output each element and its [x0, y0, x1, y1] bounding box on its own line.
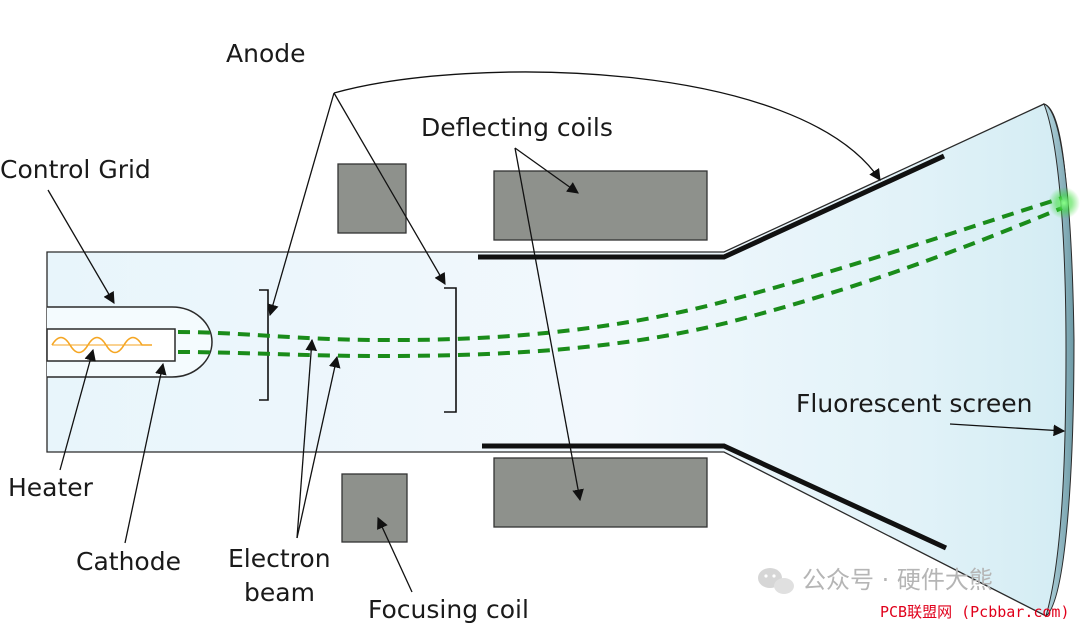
label-deflecting-coils: Deflecting coils — [421, 113, 613, 142]
fluorescent-screen — [1043, 103, 1075, 618]
screen-leader — [949, 423, 1066, 437]
label-cathode: Cathode — [76, 547, 181, 576]
control-grid-leader — [47, 189, 115, 305]
heater-filament — [51, 336, 152, 354]
electron-beam-lower — [177, 206, 1063, 359]
anode-bracket-2 — [444, 287, 457, 413]
wechat-icon — [758, 568, 794, 594]
deflecting-coil-bottom — [493, 457, 708, 528]
deflecting-leader-2 — [514, 147, 584, 502]
focusing-coil-bottom — [341, 473, 408, 543]
label-electron-beam-1: Electron — [228, 544, 331, 573]
beam-leader-2 — [296, 355, 341, 539]
deflecting-leader-1 — [514, 147, 579, 194]
anode-coating-bottom — [482, 443, 948, 551]
watermark-wechat: 公众号 · 硬件大熊 — [802, 566, 993, 594]
cathode-leader — [124, 362, 167, 544]
label-electron-beam-2: beam — [244, 578, 315, 607]
anode-bracket-1 — [259, 289, 269, 401]
label-control-grid: Control Grid — [0, 155, 151, 184]
heater-leader — [59, 348, 96, 471]
phosphor-spot — [1048, 187, 1080, 219]
focusing-leader — [377, 516, 413, 593]
anode-leader-3 — [333, 71, 881, 181]
anode-leader-2 — [333, 92, 446, 286]
label-focusing-coil: Focusing coil — [368, 595, 529, 624]
beam-leader-1 — [296, 338, 318, 539]
electron-beam-upper — [177, 196, 1063, 343]
label-anode: Anode — [226, 39, 306, 68]
label-fluorescent-screen: Fluorescent screen — [796, 389, 1032, 418]
watermark-site: PCB联盟网 (Pcbbar.com) — [880, 603, 1070, 621]
label-heater: Heater — [8, 473, 94, 502]
anode-coating-top — [478, 153, 946, 260]
anode-leader-1 — [267, 92, 335, 317]
